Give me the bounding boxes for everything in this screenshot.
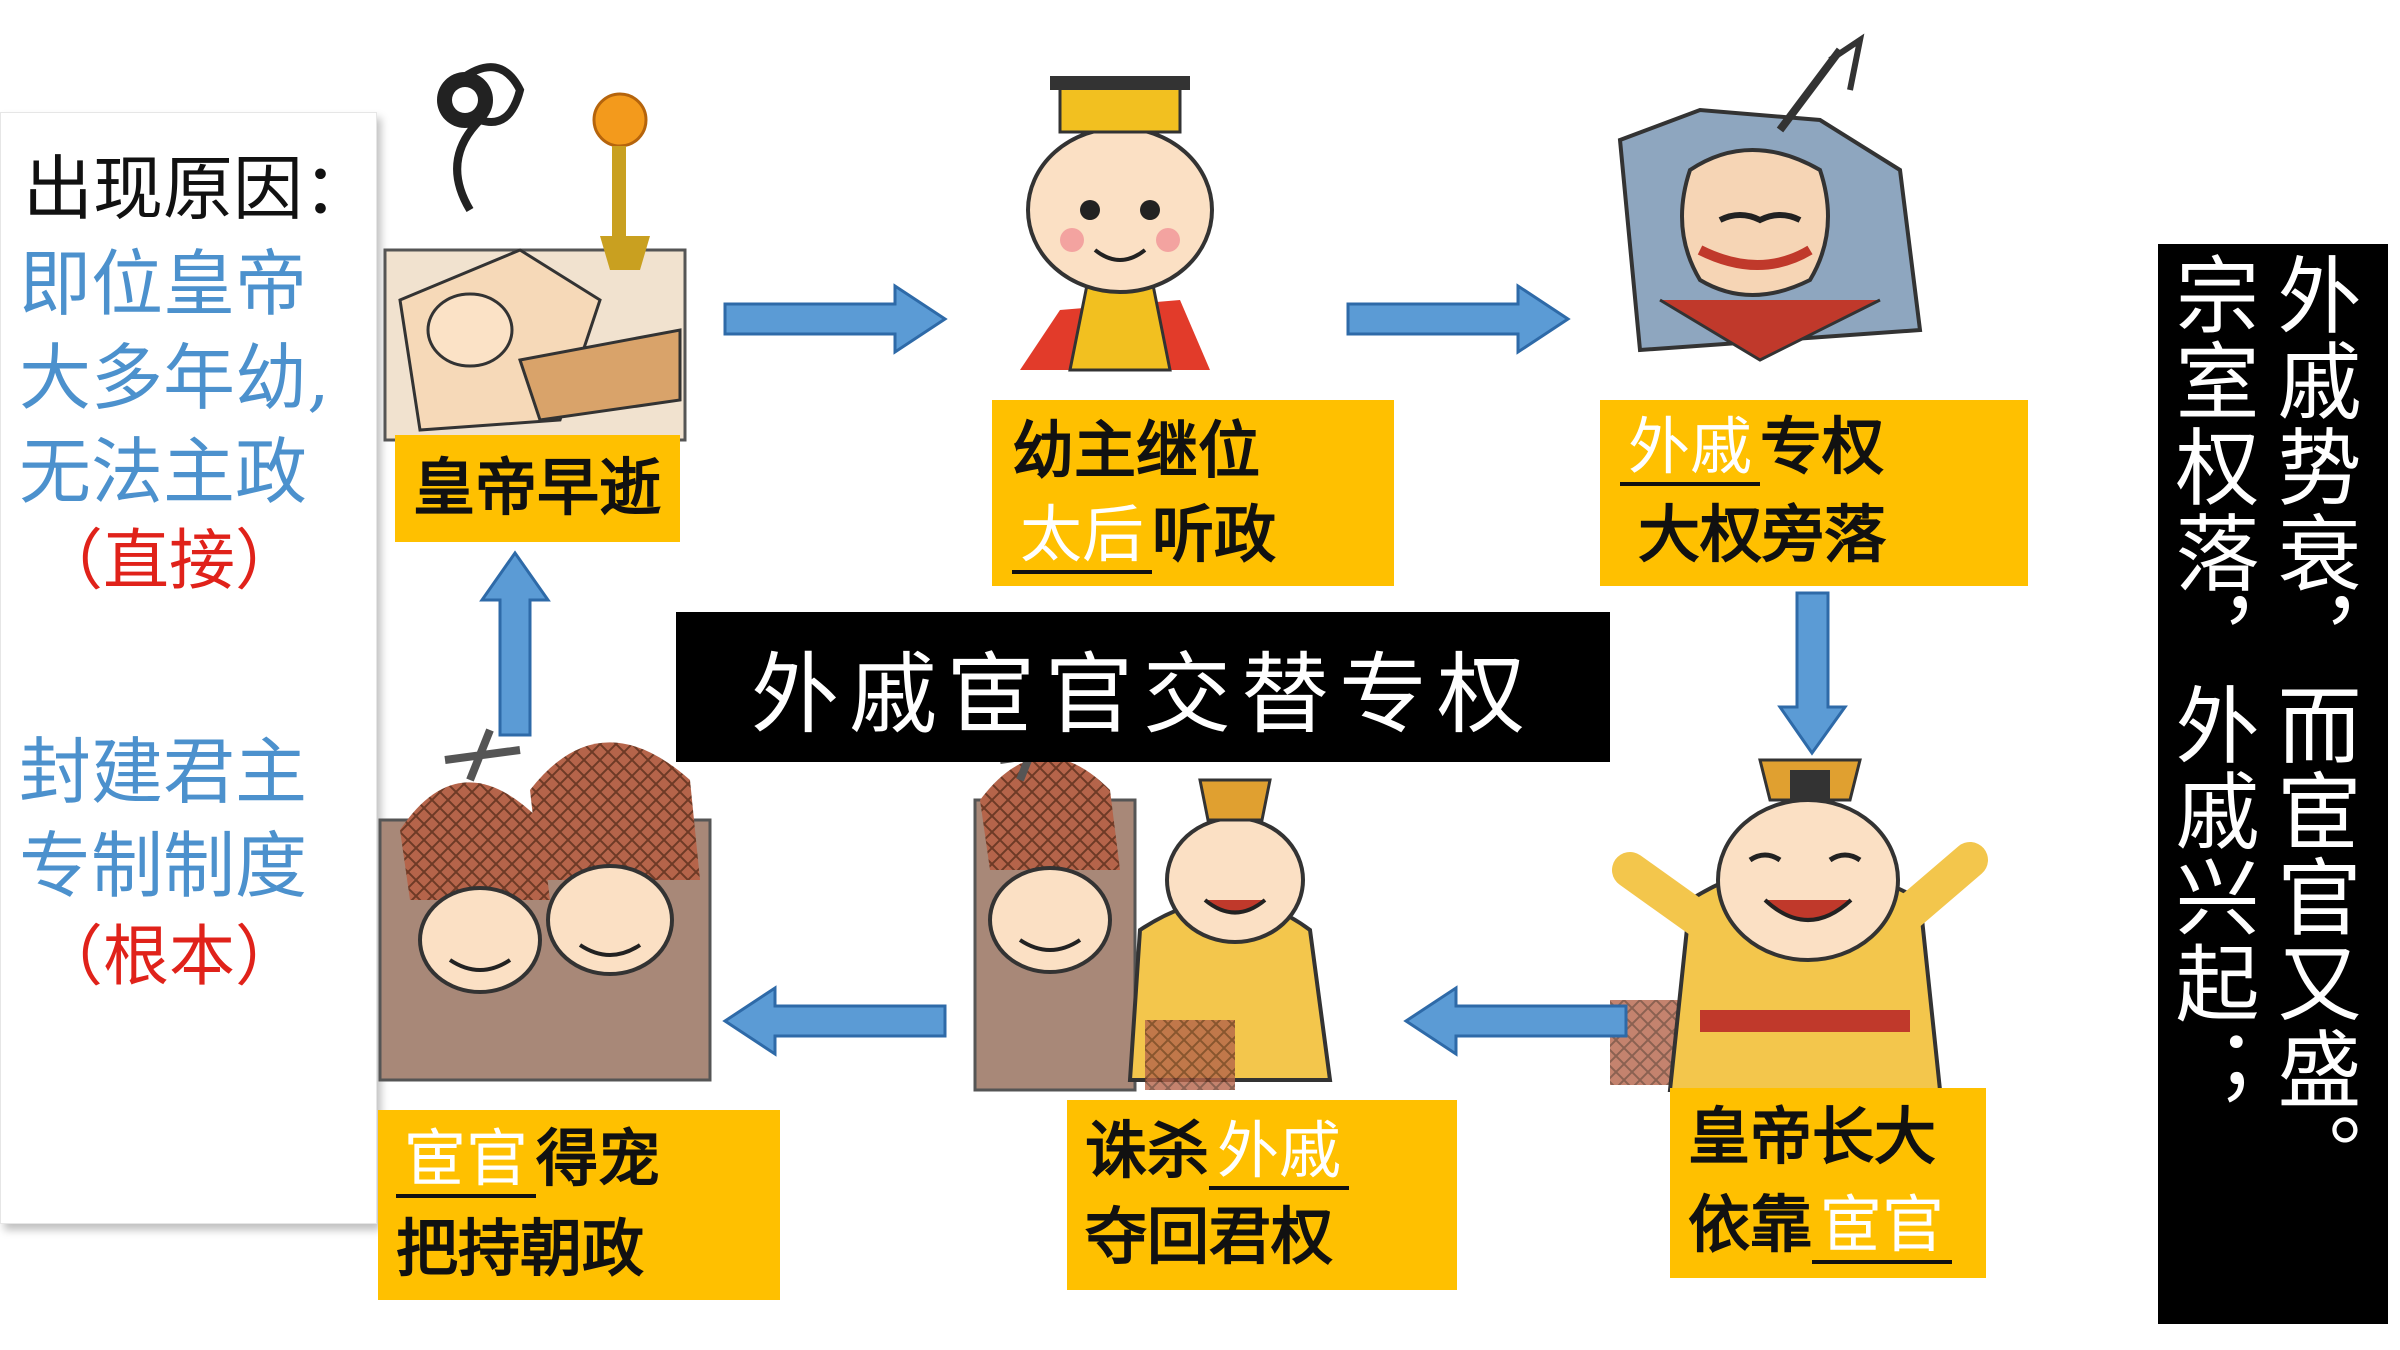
blank-eunuch-1: 宦官 [1812,1190,1953,1264]
step-consort-power-line1: 外戚专权 [1620,408,1884,486]
cause-panel: 出现原因： 即位皇帝 大多年幼, 无法主政 （直接） 封建君主 专制制度 （根本… [0,112,377,1224]
step-eunuch-power-line2: 把持朝政 [396,1212,645,1285]
arrow-right-1 [723,283,948,355]
step-eunuch-power-line1: 宦官得宠 [396,1120,660,1198]
step-consort-power-line2: 大权旁落 [1638,498,1887,571]
dying-emperor-icon [383,63,687,442]
step-kill-consorts-line2: 夺回君权 [1085,1200,1334,1273]
blank-consort-clan-2: 外戚 [1209,1116,1350,1190]
arrow-down [1777,591,1848,756]
step-emperor-dies: 皇帝早逝 [395,435,680,542]
summary-panel: 外戚势衰，而宦官又盛。 宗室权落，外戚兴起； [2158,244,2388,1324]
eunuchs-with-emperor-icon [973,728,1333,1092]
step-consort-power-rest: 专权 [1760,410,1885,483]
cause-direct-line-3: 无法主政 [19,430,308,514]
cause-root-line-2: 专制制度 [19,824,308,908]
step-emperor-grows-pre: 依靠 [1688,1188,1813,1261]
cause-heading: 出现原因： [23,148,373,230]
step-eunuch-power-rest: 得宠 [536,1122,661,1195]
arrow-left-1 [1403,985,1628,1057]
step-consort-power: 外戚专权 大权旁落 [1600,400,2028,586]
blank-consort-clan-1: 外戚 [1620,412,1761,486]
cause-direct-line-1: 即位皇帝 [19,242,308,326]
step-child-ruler-line1: 幼主继位 [1012,414,1261,487]
step-child-ruler-line2: 太后听政 [1012,496,1276,574]
summary-column-1: 外戚势衰，而宦官又盛。 [2264,252,2362,1198]
step-kill-consorts-line1: 诛杀外戚 [1085,1112,1350,1190]
step-emperor-grows: 皇帝长大 依靠宦官 [1670,1088,1986,1278]
grown-emperor-icon [1610,758,1988,1092]
cause-root-tag: （根本） [37,918,301,995]
step-emperor-grows-line2: 依靠宦官 [1688,1186,1953,1264]
blank-eunuch-2: 宦官 [396,1124,537,1198]
cause-direct-tag: （直接） [37,522,301,599]
step-kill-consorts: 诛杀外戚 夺回君权 [1067,1100,1457,1290]
arrow-left-2 [722,985,947,1057]
arrow-up [479,550,551,737]
child-emperor-icon [1020,76,1214,372]
cause-root-line-1: 封建君主 [19,730,308,814]
step-child-ruler-rest: 听政 [1152,498,1277,571]
step-emperor-grows-line1: 皇帝长大 [1688,1100,1937,1173]
summary-column-2: 宗室权落，外戚兴起； [2162,252,2260,1112]
step-eunuch-power: 宦官得宠 把持朝政 [378,1110,780,1300]
center-title: 外戚宦官交替专权 [676,612,1610,762]
blank-empress-dowager: 太后 [1012,500,1153,574]
step-emperor-dies-text: 皇帝早逝 [413,451,662,524]
arrow-right-2 [1346,283,1571,355]
armored-general-icon [1617,33,1923,362]
two-eunuchs-icon [378,728,712,1082]
step-kill-consorts-pre: 诛杀 [1085,1114,1210,1187]
cause-direct-line-2: 大多年幼, [19,336,330,420]
step-child-ruler: 幼主继位 太后听政 [992,400,1394,586]
